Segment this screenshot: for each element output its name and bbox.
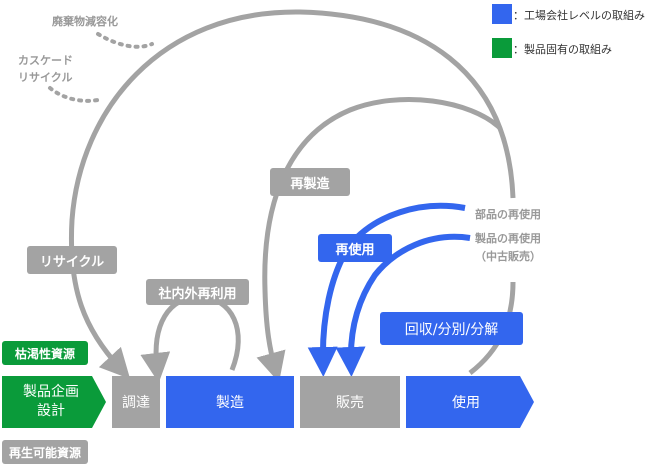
product-reuse-label: 製品の再使用 （中古販売）: [475, 230, 541, 266]
waste-reduction-label: 廃棄物減容化: [52, 15, 118, 28]
legend-product-swatch: [492, 38, 512, 58]
legend-product-label: ：製品固有の取組み: [513, 43, 612, 56]
product-reuse-line2: （中古販売）: [475, 250, 541, 263]
remanufacture-label: 再製造: [270, 168, 350, 196]
collect-sort-disassemble-label: 回収/分別/分解: [380, 312, 523, 345]
product-reuse-line1: 製品の再使用: [475, 232, 541, 245]
manufacture-stage: 製造: [166, 376, 294, 428]
internal-reuse-loop-arrow: [140, 294, 241, 383]
depletable-resource-label: 枯渇性資源: [2, 341, 88, 365]
legend-company-swatch: [492, 4, 512, 24]
plan-design-stage: 製品企画 設計: [2, 376, 100, 428]
procure-stage: 調達: [112, 376, 160, 428]
waste-reduction-dots: [96, 32, 154, 49]
plan-design-line2: 設計: [37, 403, 65, 419]
parts-reuse-label: 部品の再使用: [475, 208, 541, 221]
use-stage: 使用: [452, 395, 480, 411]
legend-company-label: ：工場会社レベルの取組み: [513, 9, 645, 22]
cascade-recycle-label: カスケード リサイクル: [18, 52, 73, 86]
renewable-resource-label: 再生可能資源: [2, 440, 88, 464]
remanufacture-loop-arrow: [256, 97, 502, 383]
plan-design-line1: 製品企画: [23, 384, 79, 400]
cascade-label-line2: リサイクル: [18, 71, 73, 84]
internal-reuse-label: 社内外再利用: [146, 279, 249, 305]
recycle-label: リサイクル: [27, 246, 117, 274]
cascade-label-line1: カスケード: [18, 54, 73, 67]
product-reuse-arrow: [335, 233, 471, 377]
recycle-loop-arrow: [68, 9, 516, 380]
reuse-label: 再使用: [318, 234, 392, 262]
sell-stage: 販売: [300, 376, 400, 428]
cascade-dots: [48, 86, 100, 103]
